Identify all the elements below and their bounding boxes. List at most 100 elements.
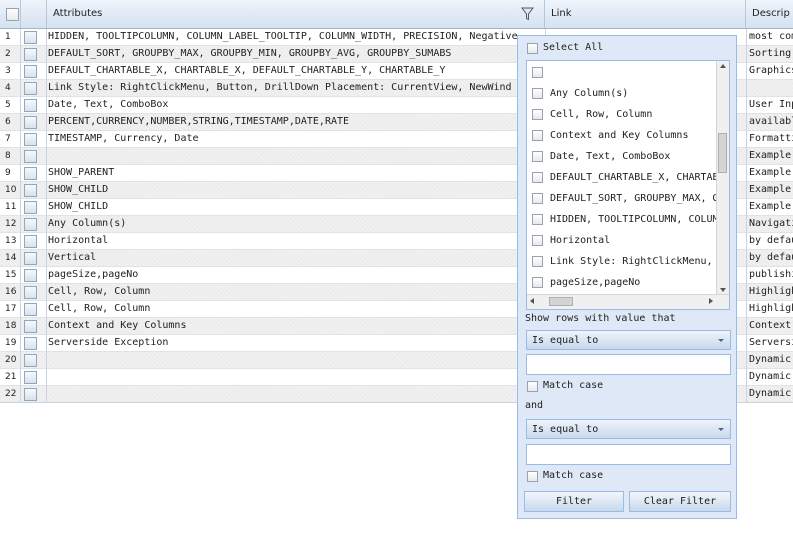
row-checkbox[interactable] bbox=[24, 235, 37, 248]
filter-value-checkbox[interactable] bbox=[532, 109, 543, 120]
filter-value-checkbox[interactable] bbox=[532, 235, 543, 246]
row-checkbox[interactable] bbox=[24, 269, 37, 282]
description-cell: Example bbox=[746, 148, 793, 165]
row-checkbox[interactable] bbox=[24, 303, 37, 316]
description-cell: Highligh bbox=[746, 301, 793, 318]
scroll-down-icon[interactable] bbox=[720, 288, 726, 292]
select-all-rows-checkbox[interactable] bbox=[6, 8, 19, 21]
condition2-select[interactable]: Is equal to bbox=[526, 419, 731, 439]
filter-button[interactable]: Filter bbox=[524, 491, 624, 512]
column-header-description-label: Descrip bbox=[752, 8, 790, 19]
row-checkbox[interactable] bbox=[24, 337, 37, 350]
row-number-cell: 8 bbox=[0, 148, 21, 165]
column-header-link[interactable]: Link bbox=[545, 0, 746, 28]
row-select-cell bbox=[21, 318, 47, 335]
row-number-cell: 16 bbox=[0, 284, 21, 301]
funnel-icon[interactable] bbox=[521, 7, 534, 21]
description-cell: User Inp bbox=[746, 97, 793, 114]
condition1-select[interactable]: Is equal to bbox=[526, 330, 731, 350]
row-number-cell: 15 bbox=[0, 267, 21, 284]
filter-value-checkbox[interactable] bbox=[532, 193, 543, 204]
filter-value-label: Horizontal bbox=[550, 235, 611, 246]
vertical-scroll-thumb[interactable] bbox=[718, 133, 727, 173]
row-number-cell: 18 bbox=[0, 318, 21, 335]
column-header-description[interactable]: Descrip bbox=[746, 0, 793, 28]
match-case2-label: Match case bbox=[543, 470, 604, 481]
vertical-scrollbar[interactable] bbox=[716, 61, 729, 295]
attributes-cell: HIDDEN, TOOLTIPCOLUMN, COLUMN_LABEL_TOOL… bbox=[48, 31, 518, 42]
row-number: 14 bbox=[5, 253, 17, 263]
row-select-cell bbox=[21, 80, 47, 97]
row-checkbox[interactable] bbox=[24, 184, 37, 197]
row-number-cell: 4 bbox=[0, 80, 21, 97]
description-text: Dynamic bbox=[749, 371, 792, 382]
row-number: 8 bbox=[5, 151, 11, 161]
clear-filter-button[interactable]: Clear Filter bbox=[629, 491, 731, 512]
row-checkbox[interactable] bbox=[24, 388, 37, 401]
filter-value-label: pageSize,pageNo bbox=[550, 277, 641, 288]
filter-value-checkbox[interactable] bbox=[532, 130, 543, 141]
condition2-value: Is equal to bbox=[532, 424, 599, 435]
row-checkbox[interactable] bbox=[24, 150, 37, 163]
row-number: 15 bbox=[5, 270, 17, 280]
description-text: Navigati bbox=[749, 218, 793, 229]
filter-value-checkbox[interactable] bbox=[532, 256, 543, 267]
attributes-cell: Cell, Row, Column bbox=[48, 303, 151, 314]
row-checkbox[interactable] bbox=[24, 65, 37, 78]
value1-input[interactable] bbox=[526, 354, 731, 375]
row-checkbox[interactable] bbox=[24, 133, 37, 146]
match-case-checkbox[interactable] bbox=[527, 381, 538, 392]
description-text: Example bbox=[749, 184, 792, 195]
row-checkbox[interactable] bbox=[24, 354, 37, 367]
row-checkbox[interactable] bbox=[24, 371, 37, 384]
row-number: 17 bbox=[5, 304, 17, 314]
column-header-link-label: Link bbox=[551, 8, 572, 19]
row-checkbox[interactable] bbox=[24, 48, 37, 61]
scroll-up-icon[interactable] bbox=[720, 64, 726, 68]
column-header-attributes[interactable]: Attributes bbox=[47, 0, 545, 28]
description-cell: publishi bbox=[746, 267, 793, 284]
scroll-left-icon[interactable] bbox=[530, 298, 534, 304]
value2-input[interactable] bbox=[526, 444, 731, 465]
filter-value-checkbox[interactable] bbox=[532, 277, 543, 288]
row-number-cell: 6 bbox=[0, 114, 21, 131]
row-checkbox[interactable] bbox=[24, 99, 37, 112]
row-number-cell: 13 bbox=[0, 233, 21, 250]
table-row[interactable]: 17 Cell, Row, Column Highligh bbox=[0, 301, 793, 318]
row-checkbox[interactable] bbox=[24, 82, 37, 95]
select-all-checkbox[interactable] bbox=[527, 43, 538, 54]
filter-value-checkbox[interactable] bbox=[532, 214, 543, 225]
row-checkbox[interactable] bbox=[24, 320, 37, 333]
row-checkbox[interactable] bbox=[24, 286, 37, 299]
row-checkbox[interactable] bbox=[24, 116, 37, 129]
row-select-cell bbox=[21, 386, 47, 403]
row-checkbox[interactable] bbox=[24, 252, 37, 265]
row-number: 11 bbox=[5, 202, 17, 212]
filter-value-checkbox[interactable] bbox=[532, 151, 543, 162]
row-checkbox[interactable] bbox=[24, 218, 37, 231]
row-number-cell: 20 bbox=[0, 352, 21, 369]
match-case2-checkbox[interactable] bbox=[527, 471, 538, 482]
row-checkbox[interactable] bbox=[24, 167, 37, 180]
filter-value-checkbox[interactable] bbox=[532, 67, 543, 78]
horizontal-scroll-thumb[interactable] bbox=[549, 297, 573, 306]
row-select-cell bbox=[21, 165, 47, 182]
description-text: Dynamic bbox=[749, 388, 792, 399]
row-checkbox[interactable] bbox=[24, 201, 37, 214]
description-cell: Example bbox=[746, 165, 793, 182]
row-number-cell: 22 bbox=[0, 386, 21, 403]
row-number: 21 bbox=[5, 372, 17, 382]
row-select-cell bbox=[21, 250, 47, 267]
description-cell: by defau bbox=[746, 250, 793, 267]
filter-value-checkbox[interactable] bbox=[532, 88, 543, 99]
filter-value-checkbox[interactable] bbox=[532, 172, 543, 183]
scroll-right-icon[interactable] bbox=[709, 298, 713, 304]
row-number-cell: 19 bbox=[0, 335, 21, 352]
horizontal-scrollbar[interactable] bbox=[527, 294, 729, 309]
row-checkbox[interactable] bbox=[24, 31, 37, 44]
